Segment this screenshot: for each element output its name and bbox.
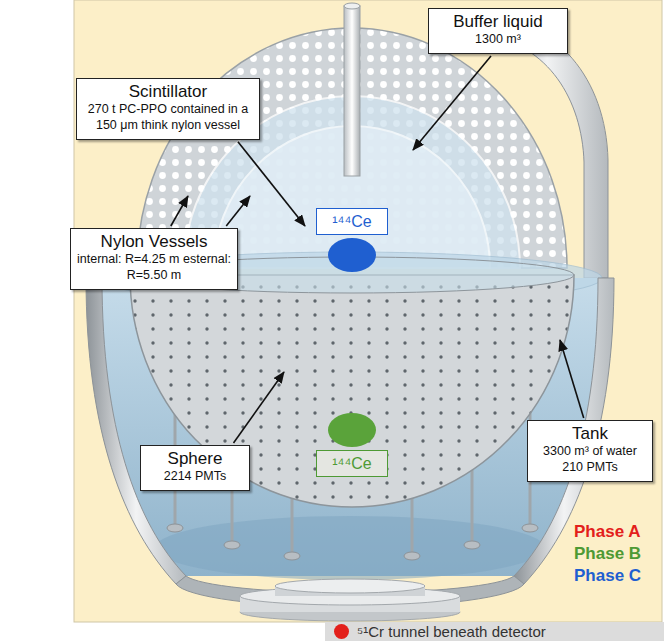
- leg-foot: [522, 524, 538, 532]
- callout-heading: Buffer liquid: [435, 12, 561, 32]
- source-box: ¹⁴⁴Ce: [316, 208, 388, 235]
- leg-foot: [404, 552, 420, 560]
- callout-detail: internal: R=4.25 m esternal: R=5.50 m: [77, 252, 231, 283]
- background-panel: [74, 0, 662, 622]
- callout-box: Scintillator270 t PC-PPO contained in a …: [76, 78, 260, 140]
- leader-arrow: [413, 56, 491, 150]
- leader-arrow: [560, 340, 584, 418]
- top-pipe: [344, 6, 360, 176]
- source-box: ¹⁴⁴Ce: [316, 450, 388, 477]
- leg-foot: [464, 541, 480, 549]
- phase-label: Phase B: [574, 544, 641, 564]
- tank-bottom: [176, 576, 524, 607]
- leg-foot: [224, 541, 240, 549]
- callout-box: Nylon Vesselsinternal: R=4.25 m esternal…: [70, 228, 238, 290]
- pipe-top: [344, 3, 360, 9]
- callout-box: Sphere2214 PMTs: [140, 445, 250, 491]
- callout-detail: 2214 PMTs: [147, 469, 243, 485]
- leg-foot: [167, 524, 183, 532]
- legend-entry: ⁵¹Cr tunnel beneath detector: [334, 622, 546, 641]
- leader-arrow: [171, 196, 188, 226]
- legend-text: ⁵¹Cr tunnel beneath detector: [357, 623, 546, 640]
- leader-arrow: [234, 372, 285, 443]
- phase-label: Phase A: [574, 522, 640, 542]
- isotope-label: ¹⁴⁴Ce: [321, 454, 383, 473]
- source-position-b: [328, 413, 376, 447]
- callout-heading: Tank: [534, 424, 646, 444]
- callout-box: Buffer liquid1300 m³: [428, 8, 568, 54]
- sphere-lower-half: [130, 275, 574, 507]
- callout-box: Tank3300 m³ of water 210 PMTs: [527, 420, 653, 482]
- callout-heading: Sphere: [147, 449, 243, 469]
- leg-feet: [167, 524, 538, 560]
- callout-detail: 1300 m³: [435, 32, 561, 48]
- tank-floor: [155, 516, 545, 580]
- base-column-top: [275, 579, 425, 593]
- leg-foot: [284, 552, 300, 560]
- leader-arrow: [226, 196, 250, 226]
- callout-detail: 3300 m³ of water 210 PMTs: [534, 444, 646, 475]
- legend-band: [325, 622, 664, 641]
- callout-detail: 270 t PC-PPO contained in a 150 μm think…: [83, 102, 253, 133]
- callout-heading: Nylon Vessels: [77, 232, 231, 252]
- callout-heading: Scintillator: [83, 82, 253, 102]
- isotope-label: ¹⁴⁴Ce: [321, 212, 383, 231]
- phase-label: Phase C: [574, 566, 641, 586]
- source-position-c: [328, 238, 376, 272]
- leader-arrow: [238, 142, 305, 226]
- legend-swatch: [334, 624, 349, 639]
